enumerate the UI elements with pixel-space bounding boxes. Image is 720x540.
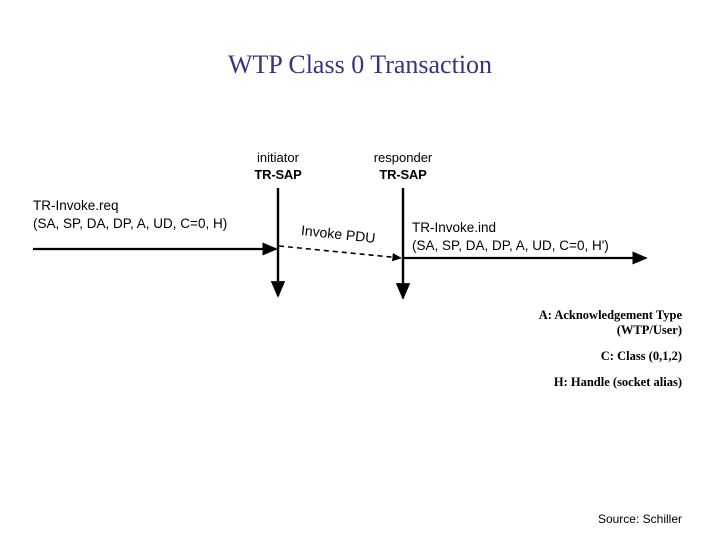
request-primitive-text: TR-Invoke.req (SA, SP, DA, DP, A, UD, C=… (33, 197, 283, 233)
page-title: WTP Class 0 Transaction (227, 50, 493, 79)
source-credit: Source: Schiller (597, 512, 682, 526)
legend: A: Acknowledgement Type (WTP/User) C: Cl… (420, 308, 682, 390)
invoke-pdu-arrow (278, 245, 402, 262)
indication-primitive-params: (SA, SP, DA, DP, A, UD, C=0, H') (412, 238, 609, 253)
legend-item: A: Acknowledgement Type (WTP/User) (420, 308, 682, 338)
responder-sap-label: TR-SAP (379, 167, 427, 182)
initiator-column-header: initiator TR-SAP (208, 149, 348, 183)
legend-item-main: H: Handle (socket alias) (553, 375, 682, 389)
initiator-role-label: initiator (257, 150, 299, 165)
responder-column-header: responder TR-SAP (333, 149, 473, 183)
legend-item: H: Handle (socket alias) (420, 375, 682, 390)
legend-item-sub: (WTP/User) (616, 323, 682, 337)
request-primitive-name: TR-Invoke.req (33, 198, 119, 213)
indication-primitive-name: TR-Invoke.ind (412, 220, 497, 235)
initiator-sap-label: TR-SAP (254, 167, 302, 182)
legend-item-main: A: Acknowledgement Type (538, 308, 682, 322)
indication-primitive-text: TR-Invoke.ind (SA, SP, DA, DP, A, UD, C=… (412, 219, 692, 255)
legend-item: C: Class (0,1,2) (420, 349, 682, 364)
request-primitive-params: (SA, SP, DA, DP, A, UD, C=0, H) (33, 216, 228, 231)
legend-item-main: C: Class (0,1,2) (600, 349, 682, 363)
responder-role-label: responder (373, 150, 433, 165)
